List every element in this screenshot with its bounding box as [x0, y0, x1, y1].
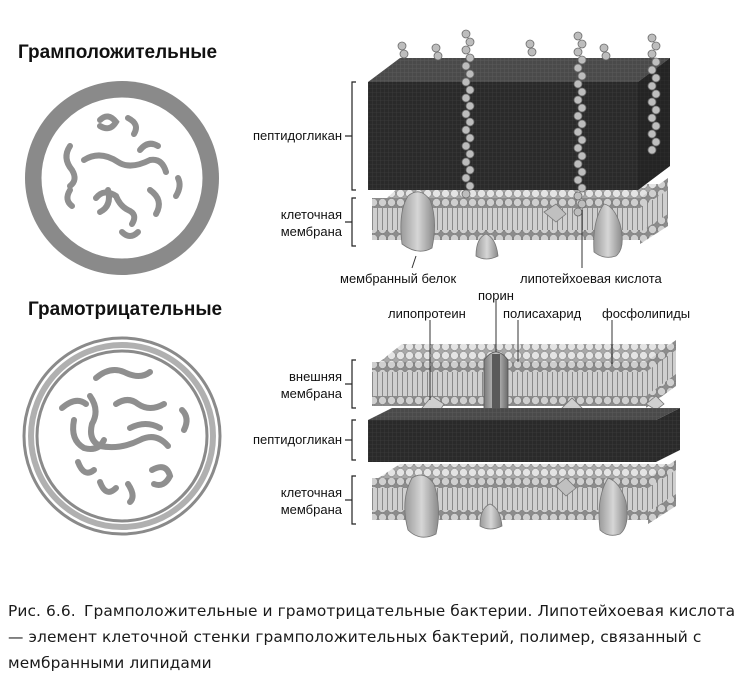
membrane-outer-heads [372, 198, 640, 208]
label-cell-membrane-1b: мембрана [281, 224, 343, 239]
peptidoglycan-top [368, 58, 670, 82]
label-membrane-protein: мембранный белок [340, 271, 457, 286]
label-porin: порин [478, 288, 514, 303]
dna-strands-2 [59, 367, 190, 505]
label-lipoteichoic-acid: липотейхоевая кислота [520, 271, 663, 286]
membrane-protein-1 [400, 191, 435, 252]
lipoteichoic-chains [397, 29, 661, 217]
peptidoglycan-thin [368, 420, 656, 462]
caption-label: Рис. 6.6. [8, 602, 76, 620]
figure-caption: Рис. 6.6.Грамположительные и грамотрицат… [8, 598, 742, 676]
label-cell-membrane-2b: мембрана [281, 502, 343, 517]
caption-text: Грамположительные и грамотрицательные ба… [8, 602, 736, 672]
gram-positive-cell [25, 81, 219, 275]
gram-staining-diagram: Грамположительные Грамотрицательные [18, 29, 690, 538]
chain-3 [647, 33, 661, 155]
chain-2 [573, 31, 587, 217]
gram-positive-wall [368, 29, 670, 269]
label-outer-membrane-a: внешняя [289, 369, 342, 384]
chain-1 [461, 29, 475, 199]
label-peptidoglycan-2: пептидогликан [253, 432, 342, 447]
gram-positive-heading: Грамположительные [18, 42, 217, 63]
label-peptidoglycan-1: пептидогликан [253, 128, 342, 143]
dna-strands [63, 113, 183, 239]
gram-negative-heading: Грамотрицательные [28, 299, 222, 320]
label-polysaccharide: полисахарид [503, 306, 582, 321]
label-cell-membrane-2a: клеточная [281, 485, 342, 500]
membrane-inner-heads [372, 230, 640, 240]
gram-negative-wall [368, 300, 680, 538]
short-chains [397, 39, 611, 61]
gram-negative-cell [22, 336, 222, 536]
label-outer-membrane-b: мембрана [281, 386, 343, 401]
peptidoglycan-block [368, 82, 638, 190]
label-lipoprotein: липопротеин [388, 306, 466, 321]
label-cell-membrane-1a: клеточная [281, 207, 342, 222]
label-phospholipids: фосфолипиды [602, 306, 690, 321]
